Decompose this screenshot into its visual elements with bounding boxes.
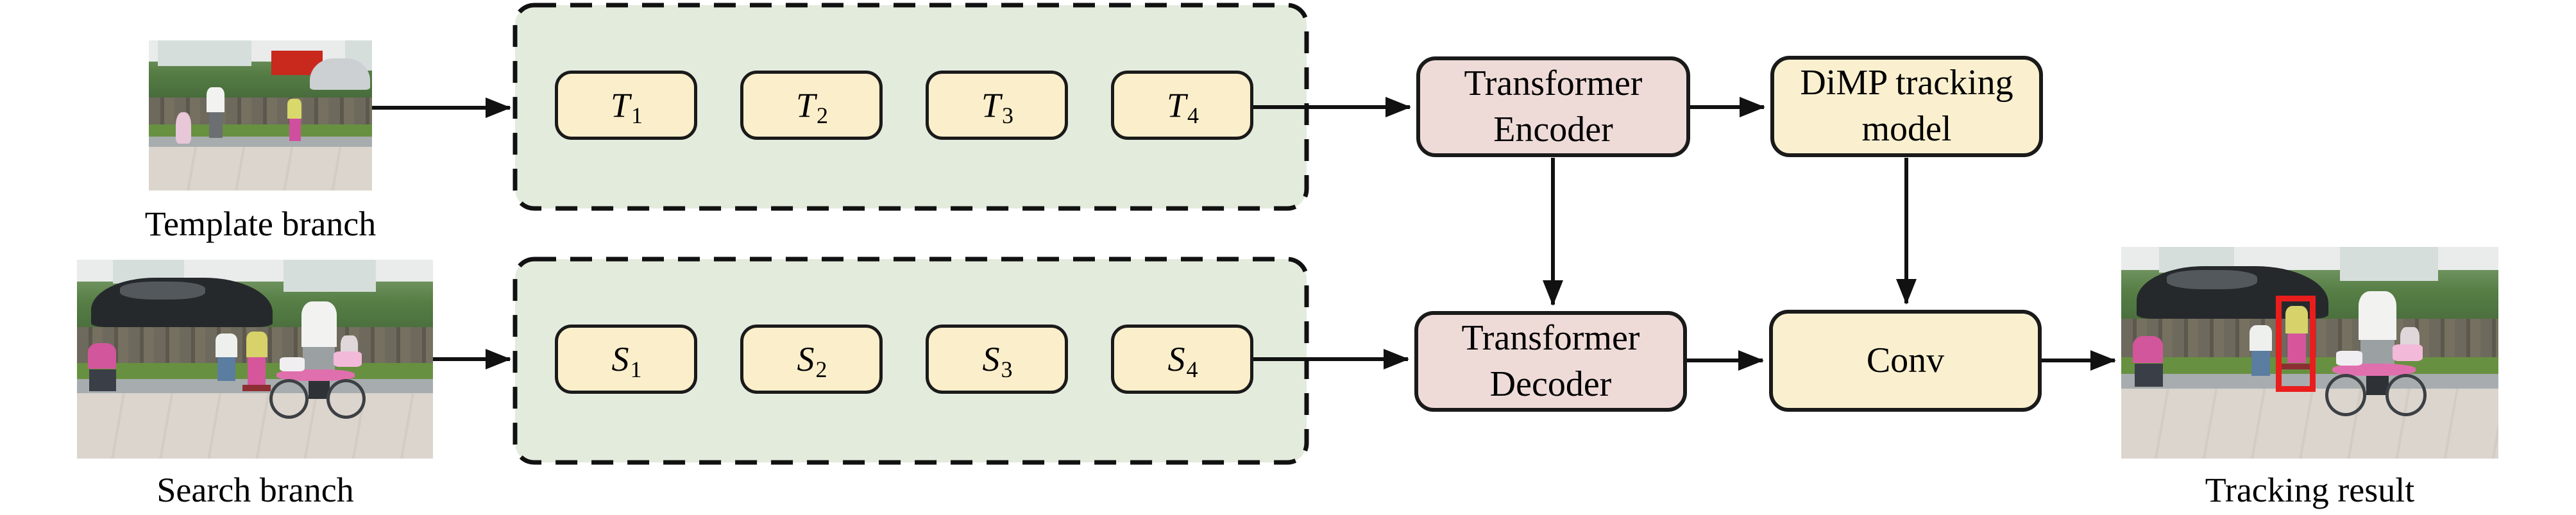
encoder-label-line2: Encoder [1493, 109, 1613, 149]
tracking-result-photo [2121, 247, 2498, 459]
sitting-legs-shape [89, 369, 117, 391]
building-shape [283, 260, 377, 292]
t4-label: T [1166, 86, 1187, 124]
scooter-shape [242, 385, 271, 391]
decoder-label-line2: Decoder [1489, 364, 1612, 404]
conv-label: Conv [1866, 340, 1945, 380]
decoder-label-line1: Transformer [1461, 317, 1640, 358]
sitting-person-shape [87, 343, 117, 369]
car-window-shape [119, 282, 205, 300]
boy-legs-shape [217, 357, 235, 382]
transformer-decoder-node: Transformer Decoder [1414, 311, 1687, 412]
pavement-layer [77, 393, 433, 459]
scooter-girl-shape [2285, 306, 2309, 334]
bike-frame-shape [2332, 363, 2416, 376]
dimp-label-line2: model [1861, 109, 1952, 149]
sitting-person-shape [2132, 335, 2163, 364]
scooter-girl-legs-shape [248, 357, 266, 385]
bike-wheel-shape [269, 379, 309, 419]
man-shorts-shape [303, 347, 335, 373]
building-shape [157, 40, 252, 66]
transformer-encoder-node: Transformer Encoder [1416, 56, 1690, 157]
girl-pink-shape [175, 112, 192, 144]
scooter-girl-legs-shape [2287, 333, 2307, 364]
sitting-legs-shape [2134, 363, 2163, 387]
template-branch-label: Template branch [144, 205, 377, 243]
s2-label: S [797, 340, 815, 378]
conv-node: Conv [1769, 310, 2042, 412]
encoder-label-line1: Transformer [1464, 63, 1643, 103]
man-torso-shape [207, 87, 225, 113]
scooter-girl-shape [246, 331, 267, 357]
man-shorts-shape [2360, 340, 2395, 368]
search-photo [77, 260, 433, 459]
stone-wall-layer [2121, 319, 2498, 357]
bike-wheel-shape [326, 379, 366, 419]
man-torso-shape [2359, 291, 2397, 341]
scooter-shape [2281, 363, 2312, 370]
pavement-layer [2121, 389, 2498, 459]
grass-layer [149, 124, 372, 137]
man-torso-shape [301, 301, 337, 348]
s1-label: S [611, 340, 629, 378]
dimp-tracking-model-node: DiMP tracking model [1770, 56, 2043, 157]
s4-label: S [1167, 340, 1185, 378]
search-branch-label: Search branch [157, 471, 354, 509]
curb-layer [149, 136, 372, 148]
girl-yellow-shape [287, 99, 302, 119]
man-legs-shape [208, 112, 223, 139]
t1-label: T [610, 86, 631, 124]
bike-basket-shape [333, 351, 362, 367]
building-shape [2340, 247, 2438, 281]
boy-shape [2249, 325, 2273, 351]
bike-frame-shape [276, 369, 355, 382]
tracking-result-label: Tracking result [2205, 471, 2415, 509]
dimp-label-line1: DiMP tracking [1800, 63, 2013, 103]
t2-label: T [795, 86, 816, 124]
silver-car-shape [309, 58, 370, 90]
tracking-bbox [2276, 295, 2316, 393]
bike-basket-shape [2336, 350, 2363, 366]
boy-legs-shape [2251, 350, 2271, 376]
pavement-layer [149, 147, 372, 190]
car-window-shape [2166, 270, 2257, 289]
template-photo [149, 40, 372, 190]
girl-pants-shape [289, 118, 301, 141]
bike-wheel-shape [2325, 374, 2367, 416]
bike-basket-shape [280, 357, 305, 371]
bike-wheel-shape [2385, 374, 2427, 416]
boy-shape [216, 333, 237, 357]
t3-label: T [981, 86, 1001, 124]
s3-label: S [982, 340, 1000, 378]
bike-basket-shape [2393, 344, 2423, 362]
